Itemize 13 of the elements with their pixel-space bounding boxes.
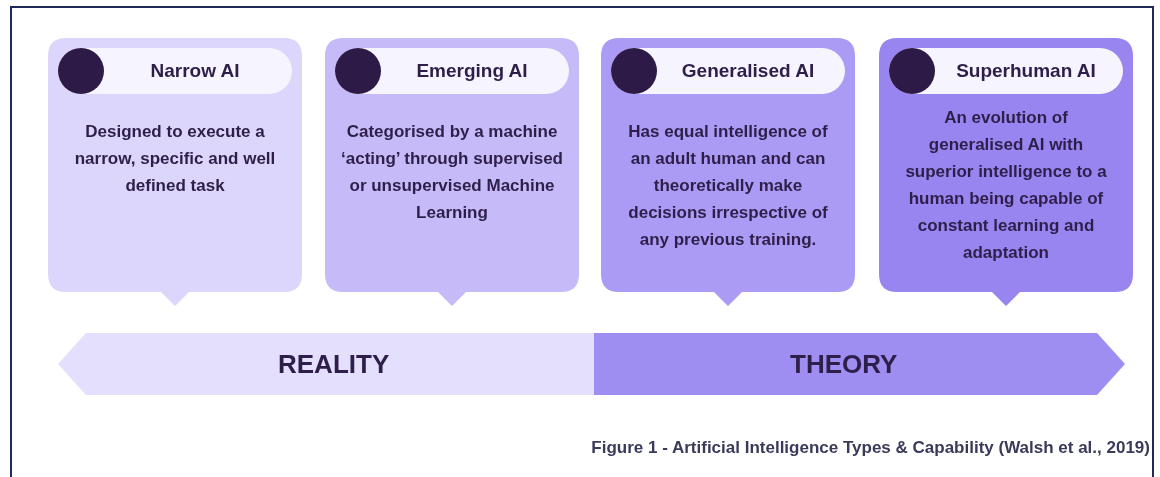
figure-caption: Figure 1 - Artificial Intelligence Types & Capability (Walsh et al., 2019) [591,438,1150,458]
card-description: An evolution of generalised AI with superior intelligence to a human being capable of constant learning and adaptation [904,107,1108,264]
arrow-band [594,333,1125,395]
callout-card [48,38,302,306]
band-label: REALITY [278,348,390,381]
band-label: THEORY [790,348,898,381]
callout-card [601,38,855,306]
arrow-band [58,333,594,395]
card-description: Categorised by a machine ‘acting’ through supervised or unsupervised Machine Learning [341,121,563,224]
card-description: Designed to execute a narrow, specific and well defined task [73,121,277,197]
card-description: Has equal intelligence of an adult human and can theoretically make decisions irrespective of any previous training. [627,121,829,251]
callout-card [325,38,579,306]
callout-card [879,38,1133,306]
